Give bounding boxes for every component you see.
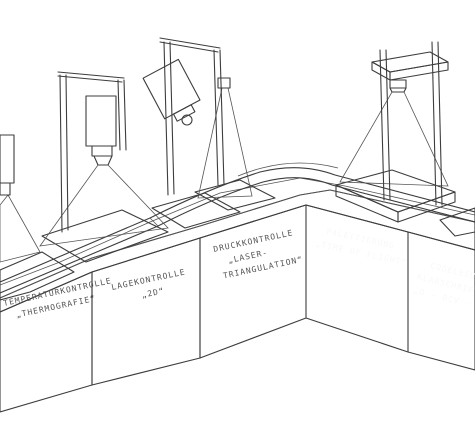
- tray-2: [41, 209, 169, 263]
- beam-2d: [39, 164, 169, 247]
- label-position: LAGEKONTROLLE „2D“: [111, 266, 195, 305]
- counter-walls: [0, 204, 475, 413]
- label-temperature: TEMPERATURKONTROLLE „THERMOGRAFIE“: [3, 275, 122, 322]
- tray-far-right: [439, 207, 475, 237]
- tray-4: [194, 179, 276, 211]
- camera-2d-housing: [85, 95, 117, 147]
- beam-tof: [339, 91, 449, 187]
- tray-3: [151, 192, 241, 229]
- camera-2d-rig: [57, 71, 127, 233]
- wall-right-shadow-segment: [305, 204, 409, 353]
- beam-thermal: [0, 194, 41, 263]
- camera-rigs: [0, 37, 449, 233]
- wall-mid-segment: [91, 237, 201, 386]
- laser-lens-icon: [181, 114, 193, 126]
- label-pressure: DRUCKKONTROLLE „LASER- TRIANGULATION“: [213, 227, 306, 281]
- station-labels: TEMPERATURKONTROLLE „THERMOGRAFIE“ LAGEK…: [3, 225, 475, 322]
- product-trays: [0, 169, 475, 301]
- label-pallet: PALETTIERUNG „TIME OF FLIGHT“: [315, 225, 411, 267]
- conveyor-belt: [0, 162, 475, 294]
- thermal-camera-rig: [0, 134, 15, 196]
- tof-camera-rig: [371, 41, 449, 206]
- laser-camera-housing: [142, 58, 201, 122]
- laser-camera-rig: [142, 37, 231, 196]
- laser-emitter: [217, 77, 231, 89]
- tray-1: [0, 251, 75, 301]
- label-code: CODELESUNG KLARSCHRIFTLESUNG „D - OCV -: [413, 259, 475, 320]
